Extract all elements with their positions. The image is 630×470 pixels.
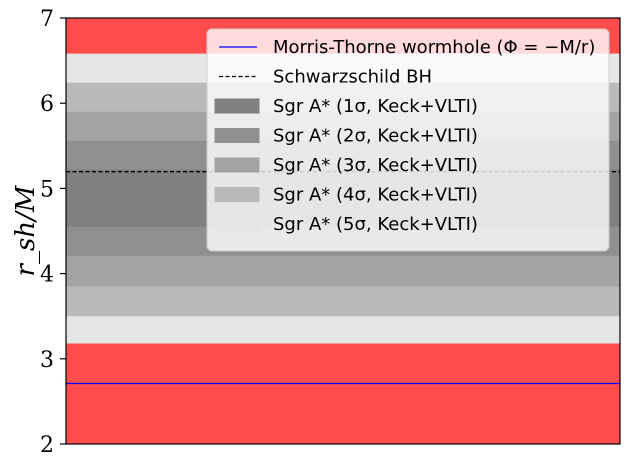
legend-label: Sgr A* (2σ, Keck+VLTI) bbox=[273, 126, 478, 147]
y-tick-label: 7 bbox=[40, 7, 54, 32]
y-axis-label-text: r_sh/M bbox=[11, 184, 41, 276]
y-tick-label: 5 bbox=[40, 177, 54, 202]
y-tick-label: 3 bbox=[40, 348, 54, 373]
legend-label: Sgr A* (1σ, Keck+VLTI) bbox=[273, 96, 478, 117]
legend-band-swatch bbox=[214, 128, 260, 143]
legend-band-swatch bbox=[214, 216, 260, 232]
legend: Morris-Thorne wormhole (Φ = −M/r) Schwarz… bbox=[206, 28, 610, 252]
plot-frame bbox=[65, 17, 621, 445]
legend-box bbox=[206, 28, 610, 252]
y-tick-label: 6 bbox=[40, 92, 54, 117]
y-axis-label: r_sh/M bbox=[11, 184, 41, 276]
excluded-region-1 bbox=[66, 343, 620, 444]
y-tick-label: 2 bbox=[40, 433, 54, 458]
legend-label: Morris-Thorne wormhole (Φ = −M/r) bbox=[273, 37, 595, 58]
legend-band-swatch bbox=[214, 157, 260, 173]
y-ticks: 2 3 4 5 6 7 bbox=[40, 7, 66, 458]
legend-band-swatch bbox=[214, 187, 260, 202]
legend-label: Sgr A* (3σ, Keck+VLTI) bbox=[273, 155, 478, 176]
y-tick-label: 4 bbox=[40, 263, 54, 288]
legend-label: Sgr A* (4σ, Keck+VLTI) bbox=[273, 185, 478, 206]
legend-label: Sgr A* (5σ, Keck+VLTI) bbox=[273, 214, 478, 235]
legend-band-swatch bbox=[214, 98, 260, 114]
legend-label: Schwarzschild BH bbox=[273, 67, 432, 88]
